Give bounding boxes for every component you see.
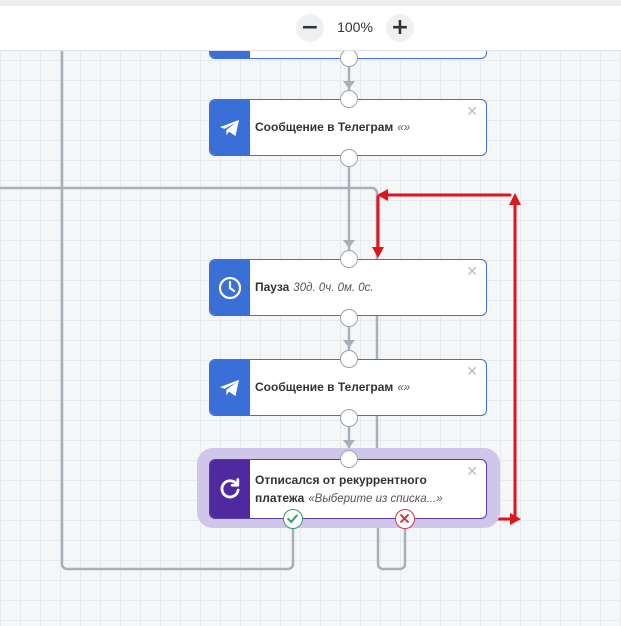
input-port[interactable] [340,90,358,108]
cross-icon [400,514,409,523]
refresh-icon [220,478,240,499]
wire-arrow-3 [343,340,355,348]
node-param: «Выберите из списка...» [308,492,443,505]
node-param: «» [397,122,411,134]
flow-node-telegram-2[interactable]: Сообщение в Телеграм«» ✕ [209,359,487,416]
wire-arrow-4 [343,440,355,448]
telegram-icon [220,119,240,136]
close-icon[interactable]: ✕ [466,364,478,380]
fail-output-port[interactable] [395,509,415,529]
wire-arrow-1 [343,81,355,89]
zoom-out-button[interactable]: − [296,14,324,42]
zoom-level: 100% [337,19,373,35]
node-title: Отписался от рекуррентного платежа [255,472,427,505]
node-title: Сообщение в Телеграм [255,380,394,394]
check-icon [287,514,298,523]
node-icon-column [210,100,250,155]
output-port[interactable] [340,49,358,67]
node-param: 30д. 0ч. 0м. 0с. [293,282,374,294]
close-icon[interactable]: ✕ [466,464,478,480]
node-icon-column [210,260,250,315]
output-port[interactable] [340,309,358,327]
node-param: «» [397,382,411,394]
red-arrow-down [372,247,384,258]
loop-wire-right [376,526,407,571]
input-port[interactable] [340,450,358,468]
red-arrow-right [510,513,521,525]
red-arrow-left [377,189,388,201]
input-port[interactable] [340,250,358,268]
node-icon-column [210,360,250,415]
node-text: Отписался от рекуррентного платежа«Выбер… [255,460,456,518]
telegram-icon [220,379,240,396]
node-text: Сообщение в Телеграм«» [255,360,462,415]
zoom-toolbar: − 100% + [0,6,621,51]
close-icon[interactable]: ✕ [466,264,478,280]
node-icon-column [210,460,250,518]
output-port[interactable] [340,409,358,427]
wire-arrow-2 [343,240,355,248]
red-arrow-up [509,193,521,205]
wire-merge-horizontal [0,186,379,462]
flow-node-unsubscribed-condition[interactable]: Отписался от рекуррентного платежа«Выбер… [209,459,487,519]
input-port[interactable] [340,350,358,368]
output-port[interactable] [340,149,358,167]
success-output-port[interactable] [283,509,303,529]
close-icon[interactable]: ✕ [466,104,478,120]
loop-wire-left [60,48,295,571]
node-text: Сообщение в Телеграм«» [255,100,462,155]
zoom-in-button[interactable]: + [386,14,414,42]
node-title: Сообщение в Телеграм [255,120,394,134]
node-title: Пауза [255,280,290,294]
clock-icon [218,276,242,299]
